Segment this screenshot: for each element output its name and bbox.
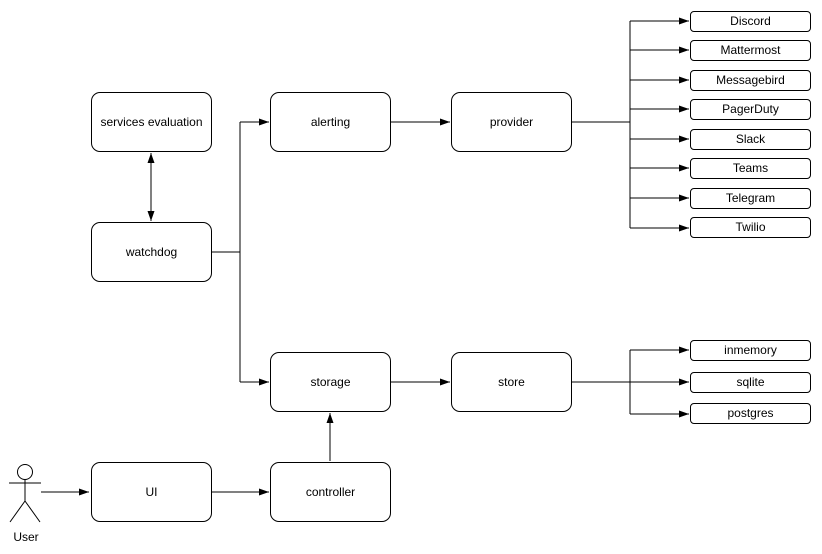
actor-user-label: User <box>13 530 39 544</box>
node-controller: controller <box>270 462 391 522</box>
node-provider-twilio-label: Twilio <box>735 220 766 235</box>
node-ui: UI <box>91 462 212 522</box>
node-services-evaluation-label: services evaluation <box>100 114 203 129</box>
node-provider: provider <box>451 92 572 152</box>
node-store-postgres: postgres <box>690 403 811 424</box>
node-storage: storage <box>270 352 391 412</box>
node-controller-label: controller <box>305 484 356 499</box>
node-store-inmemory: inmemory <box>690 340 811 361</box>
node-store-inmemory-label: inmemory <box>724 343 777 358</box>
node-provider-messagebird: Messagebird <box>690 70 811 91</box>
node-store-postgres-label: postgres <box>727 406 774 421</box>
node-provider-pagerduty-label: PagerDuty <box>722 102 779 117</box>
node-store-label: store <box>498 374 525 389</box>
node-alerting-label: alerting <box>310 114 351 129</box>
node-provider-discord: Discord <box>690 11 811 32</box>
node-provider-telegram-label: Telegram <box>725 191 776 206</box>
node-store-sqlite: sqlite <box>690 372 811 393</box>
actor-user: User <box>6 459 46 544</box>
node-provider-mattermost-label: Mattermost <box>720 43 781 58</box>
node-provider-twilio: Twilio <box>690 217 811 238</box>
node-provider-label: provider <box>489 114 534 129</box>
node-ui-label: UI <box>145 484 158 499</box>
user-stick-figure-icon <box>9 464 41 523</box>
node-alerting: alerting <box>270 92 391 152</box>
node-provider-teams: Teams <box>690 158 811 179</box>
node-provider-discord-label: Discord <box>730 14 771 29</box>
node-storage-label: storage <box>310 374 351 389</box>
node-provider-mattermost: Mattermost <box>690 40 811 61</box>
node-provider-slack-label: Slack <box>735 132 766 147</box>
node-provider-telegram: Telegram <box>690 188 811 209</box>
node-provider-pagerduty: PagerDuty <box>690 99 811 120</box>
node-provider-slack: Slack <box>690 129 811 150</box>
node-watchdog: watchdog <box>91 222 212 282</box>
node-services-evaluation: services evaluation <box>91 92 212 152</box>
node-provider-teams-label: Teams <box>732 161 769 176</box>
node-store: store <box>451 352 572 412</box>
node-watchdog-label: watchdog <box>125 244 178 259</box>
node-provider-messagebird-label: Messagebird <box>716 73 785 88</box>
node-store-sqlite-label: sqlite <box>736 375 765 390</box>
